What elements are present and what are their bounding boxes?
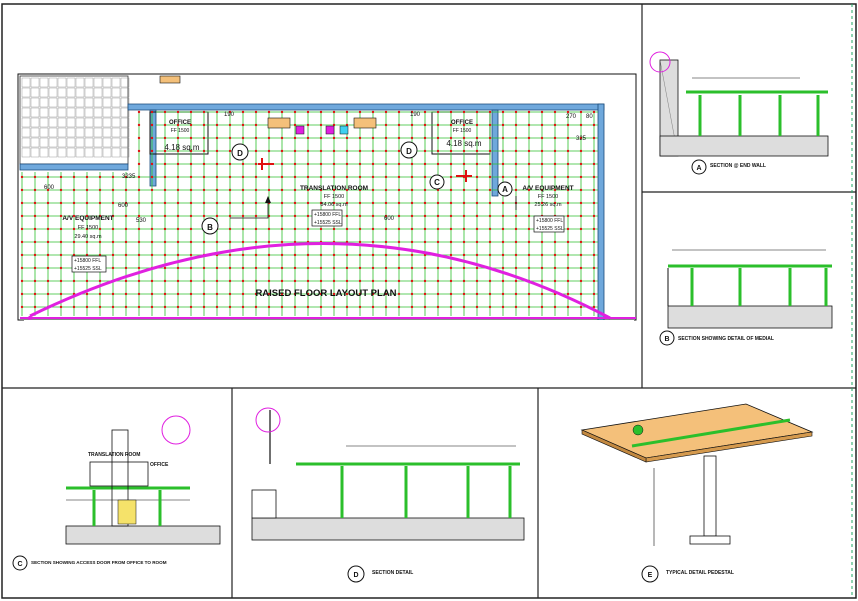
wall-top	[127, 103, 605, 111]
dim-270: 270	[566, 114, 577, 120]
wall-office-left	[149, 109, 157, 187]
detail-b-medial: B SECTION SHOWING DETAIL OF MEDIAL	[659, 249, 833, 346]
section-marker-c: C	[429, 174, 445, 190]
plan-title: RAISED FLOOR LAYOUT PLAN	[255, 288, 396, 299]
level-left-ffl: +15800 FFL	[74, 258, 101, 264]
wall-office-right	[491, 109, 499, 197]
section-marker-b: B	[201, 217, 219, 235]
detail-e-marker: E	[648, 572, 653, 579]
detail-d-marker: D	[353, 572, 358, 579]
office-right-name: OFFICE	[451, 120, 473, 126]
detail-c-office-label: OFFICE	[150, 462, 169, 468]
section-marker-d-right: D	[400, 141, 418, 159]
detail-d-caption: SECTION DETAIL	[372, 570, 413, 576]
translation-room-ff: FF 1500	[324, 194, 344, 200]
detail-d-section: D SECTION DETAIL	[251, 407, 525, 583]
av-left-name: A/V EQUIPMENT	[62, 215, 113, 222]
sheet-border	[1, 3, 857, 599]
level-left-ssl: +15525 SSL	[74, 266, 102, 272]
wall-left	[19, 163, 129, 171]
dim-325: 325	[576, 136, 587, 142]
detail-a-marker: A	[696, 165, 701, 172]
raised-floor-plan: TRANSLATION ROOM FF 1500 84.06 sq.m OFFI…	[17, 73, 637, 354]
detail-c-caption: SECTION SHOWING ACCESS DOOR FROM OFFICE …	[31, 560, 167, 565]
detail-b-caption: SECTION SHOWING DETAIL OF MEDIAL	[678, 336, 774, 342]
detail-b-marker: B	[664, 336, 669, 343]
plan-cutout	[24, 320, 634, 354]
svg-text:B: B	[207, 223, 213, 232]
dim-530: 530	[136, 218, 147, 224]
hatch-pattern	[21, 77, 130, 158]
level-right-ffl: +15800 FFL	[536, 218, 563, 224]
dim-600-mid: 600	[118, 203, 129, 209]
office-left-area: 4.18 sq.m	[164, 143, 199, 152]
detail-c-room-label: TRANSLATION ROOM	[88, 452, 140, 458]
av-right-name: A/V EQUIPMENT	[522, 185, 573, 192]
detail-e-pedestal: E TYPICAL DETAIL PEDESTAL	[580, 403, 814, 583]
dim-600-center: 600	[384, 216, 395, 222]
svg-text:C: C	[434, 178, 440, 187]
office-right-ff: FF 1500	[453, 128, 472, 134]
office-right-area: 4.18 sq.m	[446, 139, 481, 148]
dim-190-right: 190	[410, 112, 421, 118]
curved-wall-arc	[29, 242, 611, 320]
level-center-ssl: +15525 SSL	[314, 220, 342, 226]
svg-text:D: D	[406, 147, 412, 156]
section-marker-a: A	[497, 181, 513, 197]
office-left-name: OFFICE	[169, 120, 191, 126]
detail-c-marker: C	[17, 561, 22, 568]
detail-c-access-door: TRANSLATION ROOM OFFICE C SECTION SHOWIN…	[12, 415, 221, 571]
plan-left-core	[19, 75, 129, 165]
detail-a-end-wall: A SECTION @ END WALL	[649, 51, 829, 175]
av-right-area: 25.26 sq.m	[534, 202, 562, 208]
dim-600-left: 600	[44, 185, 55, 191]
section-marker-d-left: D	[231, 143, 249, 161]
av-left-area: 29.40 sq.m	[74, 234, 102, 240]
raised-floor-grid	[20, 110, 598, 316]
detail-a-caption: SECTION @ END WALL	[710, 163, 766, 169]
detail-e-caption: TYPICAL DETAIL PEDESTAL	[666, 570, 734, 576]
level-center-ffl: +15800 FFL	[314, 212, 341, 218]
dim-80: 80	[586, 114, 593, 120]
translation-room-area: 84.06 sq.m	[320, 202, 348, 208]
svg-text:D: D	[237, 149, 243, 158]
level-right-ssl: +15525 SSL	[536, 226, 564, 232]
av-left-ff: FF 1500	[78, 225, 98, 231]
translation-room-name: TRANSLATION ROOM	[300, 185, 368, 192]
dim-190-left: 190	[224, 112, 235, 118]
office-left-ff: FF 1500	[171, 128, 190, 134]
svg-text:A: A	[502, 185, 508, 194]
dim-3235: 3235	[122, 174, 136, 180]
av-right-ff: FF 1500	[538, 194, 558, 200]
wall-right	[597, 103, 605, 321]
